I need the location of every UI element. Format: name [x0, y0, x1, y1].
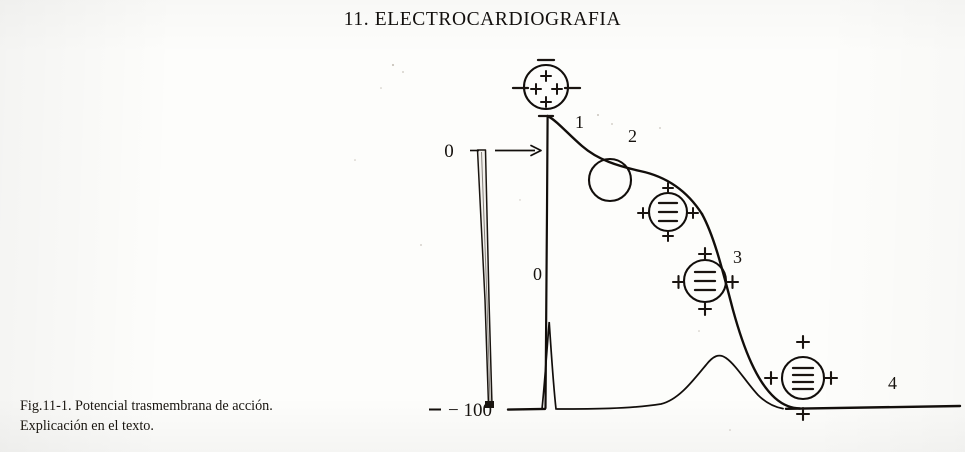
cell-neutral [587, 157, 633, 203]
phase-label-2: 2 [628, 126, 637, 146]
trace-stimulus-spike [541, 321, 557, 410]
phase-label-0: 0 [533, 264, 542, 284]
cell-phase2-inside-charges [657, 201, 679, 223]
cell-phase2-outside-charges [637, 182, 699, 242]
phase-label-4: 4 [888, 373, 897, 393]
cell-phase3-inside-charges [693, 270, 717, 292]
cell-top-inside-charges [530, 70, 563, 108]
scan-speckles [354, 63, 731, 431]
cell-repolarizing-phase2 [637, 182, 699, 242]
y-axis-zero-label: 0 [444, 141, 454, 162]
cell-top-outside-charges [511, 58, 582, 118]
phase-label-1: 1 [575, 112, 584, 132]
cell-resting-phase4 [763, 334, 839, 422]
trace-phase-4-baseline-right [784, 404, 962, 410]
caption-line-1: Fig.11-1. Potencial trasmembrana de acci… [20, 398, 273, 414]
cell-phase4-outside-charges [763, 334, 839, 422]
zero-level-arrow [470, 144, 542, 157]
cell-phase4-inside-charges [791, 366, 815, 391]
phase-label-3: 3 [733, 247, 742, 267]
trace-secondary-hump [556, 354, 784, 410]
cell-repolarizing-phase3 [671, 246, 740, 317]
trace-baseline-left [506, 407, 547, 411]
page-title: 11. ELECTROCARDIOGRAFIA [343, 9, 622, 30]
microelectrode [476, 149, 494, 408]
cell-depolarized-top [511, 58, 582, 118]
trace-phase-3-repolarization [700, 212, 802, 410]
figure-caption: Fig.11-1. Potencial trasmembrana de acci… [20, 396, 420, 436]
cell-phase3-outside-charges [671, 246, 740, 317]
caption-line-2: Explicación en el texto. [20, 418, 154, 434]
trace-phase-1-2-plateau [546, 114, 704, 216]
y-axis-minus100-label: − 100 [448, 400, 492, 421]
